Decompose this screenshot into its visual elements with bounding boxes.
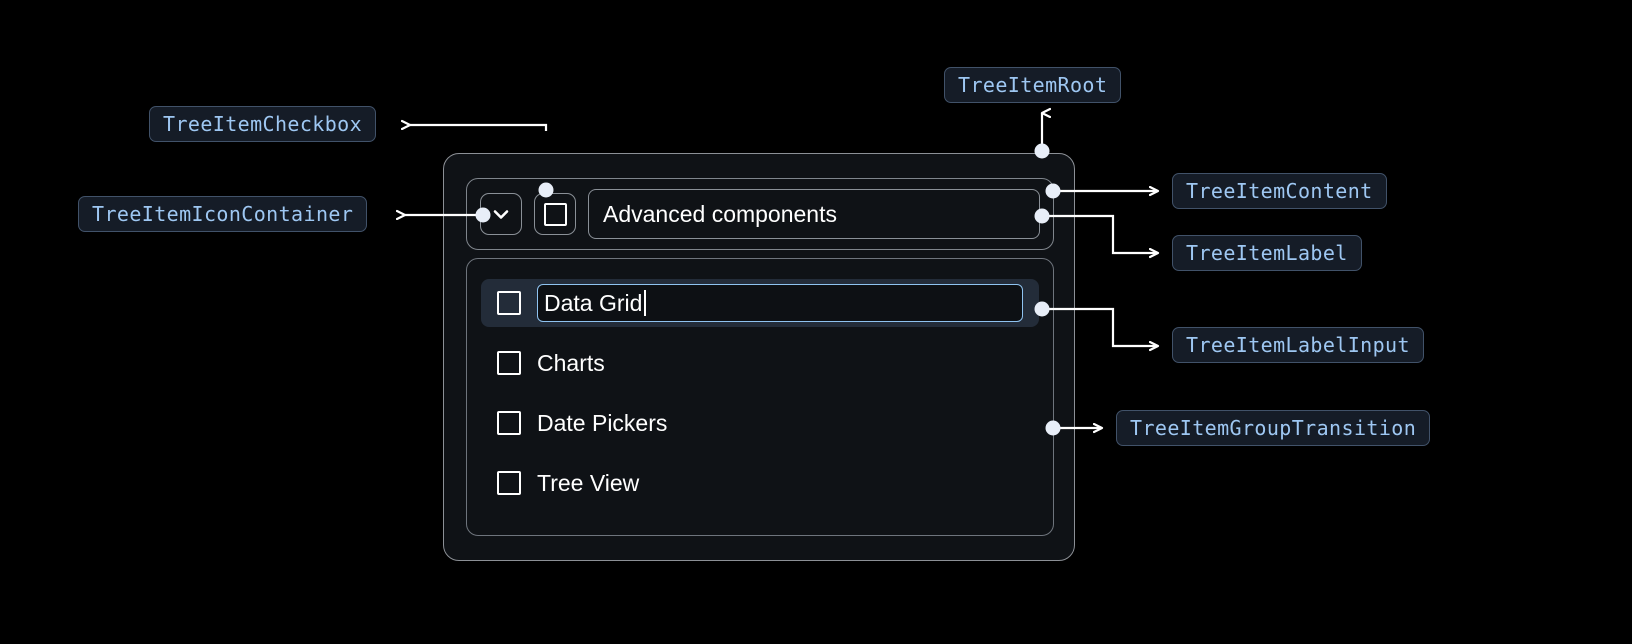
tree-item-icon-container[interactable] xyxy=(480,193,522,235)
tree-row-date-pickers[interactable]: Date Pickers xyxy=(481,399,1039,447)
annotation-label-treeitemiconcontainer: TreeItemIconContainer xyxy=(78,196,368,232)
tree-item-root[interactable]: Advanced components Data Grid Charts Dat… xyxy=(443,153,1075,561)
tree-item-label-input[interactable]: Data Grid xyxy=(537,284,1023,322)
tree-item-label-text: Advanced components xyxy=(603,200,837,227)
tree-row-tree-view[interactable]: Tree View xyxy=(481,459,1039,507)
tree-row-label: Charts xyxy=(537,349,605,376)
connector-checkbox xyxy=(410,125,548,131)
annotation-label-treeitemcontent: TreeItemContent xyxy=(1172,173,1387,209)
checkbox-square-icon xyxy=(543,202,567,226)
chevron-down-icon xyxy=(489,202,513,226)
tree-row-checkbox-icon[interactable] xyxy=(497,411,521,435)
tree-row-charts[interactable]: Charts xyxy=(481,339,1039,387)
tree-row-label: Date Pickers xyxy=(537,409,668,436)
annotation-label-treeitemcheckbox: TreeItemCheckbox xyxy=(149,106,377,142)
tree-item-label-input-value: Data Grid xyxy=(544,289,643,316)
tree-item-group-transition: Data Grid Charts Date Pickers Tree View xyxy=(466,258,1054,536)
tree-row-checkbox-icon[interactable] xyxy=(497,351,521,375)
tree-item-label[interactable]: Advanced components xyxy=(588,189,1040,239)
tree-row-checkbox-icon[interactable] xyxy=(497,291,521,315)
tree-row-data-grid[interactable]: Data Grid xyxy=(481,279,1039,327)
tree-item-content[interactable]: Advanced components xyxy=(466,178,1054,250)
text-caret xyxy=(644,290,647,316)
tree-row-checkbox-icon[interactable] xyxy=(497,471,521,495)
annotation-label-treeitemgrouptransition: TreeItemGroupTransition xyxy=(1116,410,1431,446)
annotation-label-treeitemroot: TreeItemRoot xyxy=(944,67,1122,103)
tree-item-checkbox[interactable] xyxy=(534,193,576,235)
annotation-label-treeitemlabelinput: TreeItemLabelInput xyxy=(1172,327,1424,363)
tree-row-label: Tree View xyxy=(537,469,640,496)
annotation-label-treeitemlabel: TreeItemLabel xyxy=(1172,235,1362,271)
